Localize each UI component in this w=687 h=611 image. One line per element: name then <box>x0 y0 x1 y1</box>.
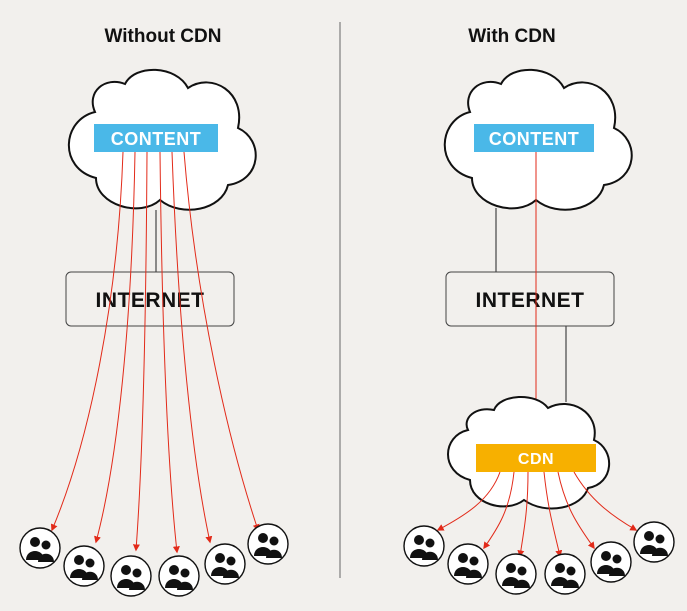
user-group-icon <box>544 553 586 595</box>
request-line <box>436 471 501 531</box>
panel-title-with-cdn: With CDN <box>468 26 555 47</box>
internet-label: INTERNET <box>96 289 205 312</box>
request-line <box>94 151 136 544</box>
user-group-icon <box>590 541 632 583</box>
request-line <box>183 151 260 532</box>
user-group-icon <box>158 555 200 597</box>
user-group-icon <box>495 553 537 595</box>
cdn-label: CDN <box>518 451 554 468</box>
request-line <box>132 151 148 552</box>
request-line <box>159 151 180 554</box>
content-label: CONTENT <box>111 129 202 149</box>
user-group-icon <box>19 527 61 569</box>
content-label: CONTENT <box>489 129 580 149</box>
user-group-icon <box>63 545 105 587</box>
content-box <box>474 124 594 152</box>
request-lines <box>50 151 260 554</box>
request-line <box>573 471 638 531</box>
request-line <box>171 151 213 544</box>
request-line <box>557 471 595 550</box>
request-line <box>483 471 515 550</box>
user-group-icon <box>204 543 246 585</box>
internet-box <box>445 271 615 327</box>
panel-without-cdn: Without CDN CONTENT INTERNET <box>19 26 289 597</box>
cdn-box <box>476 444 596 472</box>
user-group-icon <box>110 555 152 597</box>
request-line <box>50 151 124 532</box>
panel-title-without-cdn: Without CDN <box>105 26 222 47</box>
content-box <box>94 124 218 152</box>
user-group-icon <box>403 525 445 567</box>
user-group-icon <box>447 543 489 585</box>
request-line <box>517 471 529 558</box>
user-group-icon <box>633 521 675 563</box>
internet-label: INTERNET <box>476 289 585 312</box>
request-lines <box>436 471 638 558</box>
request-line <box>543 471 563 558</box>
user-group-icon <box>247 523 289 565</box>
panel-with-cdn: With CDN CONTENT INTERNET CDN <box>403 26 675 595</box>
